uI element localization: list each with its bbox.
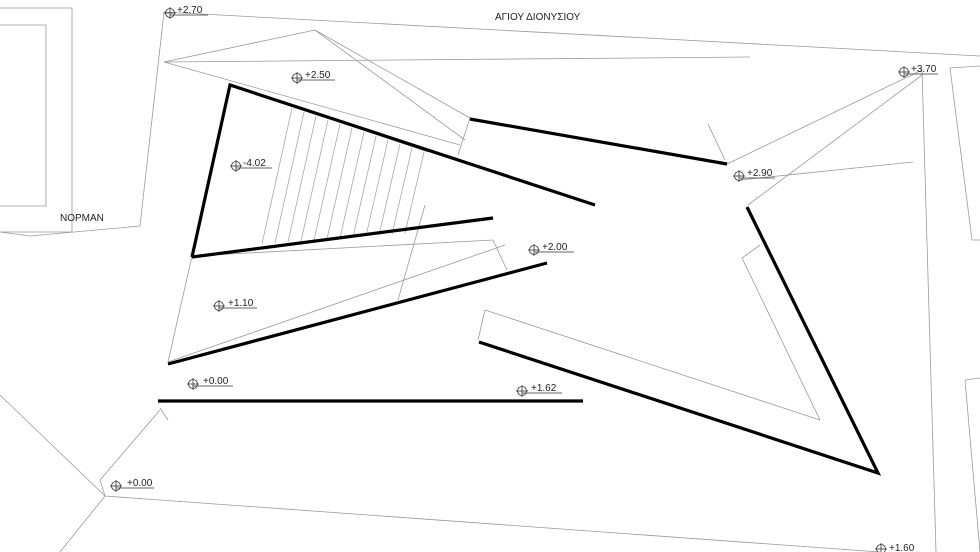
level-marker: +2.90 bbox=[733, 168, 775, 182]
walls bbox=[158, 82, 882, 476]
level-label: +3.70 bbox=[911, 64, 937, 75]
level-label: +1.10 bbox=[228, 298, 254, 309]
level-label: -4.02 bbox=[243, 158, 266, 169]
level-marker: +2.70 bbox=[164, 5, 208, 19]
level-label: +2.90 bbox=[747, 168, 773, 179]
context-outlines bbox=[0, 7, 980, 552]
level-marker: +0.00 bbox=[110, 478, 154, 492]
level-label: +0.00 bbox=[203, 376, 229, 387]
level-label: +2.70 bbox=[177, 5, 203, 16]
level-marker: +1.62 bbox=[516, 383, 562, 397]
level-marker: +3.70 bbox=[898, 64, 938, 78]
level-label: +1.62 bbox=[531, 383, 557, 394]
level-marker: +0.00 bbox=[187, 376, 233, 390]
street-name-top: ΑΓΙΟΥ ΔΙΟΝΥΣΙΟΥ bbox=[495, 12, 581, 23]
level-marker: +1.10 bbox=[213, 298, 257, 312]
terrain-lines bbox=[159, 29, 923, 421]
level-marker: -4.02 bbox=[230, 158, 272, 172]
street-name-left: ΝΟΡΜΑΝ bbox=[60, 213, 104, 224]
stair bbox=[261, 107, 425, 245]
level-label: +2.00 bbox=[542, 242, 568, 253]
level-marker: +1.60 bbox=[875, 543, 915, 552]
level-label: +0.00 bbox=[127, 478, 153, 489]
level-label: +1.60 bbox=[889, 543, 915, 552]
level-marker: +2.50 bbox=[291, 70, 335, 84]
level-label: +2.50 bbox=[305, 70, 331, 81]
level-marker: +2.00 bbox=[528, 242, 574, 256]
